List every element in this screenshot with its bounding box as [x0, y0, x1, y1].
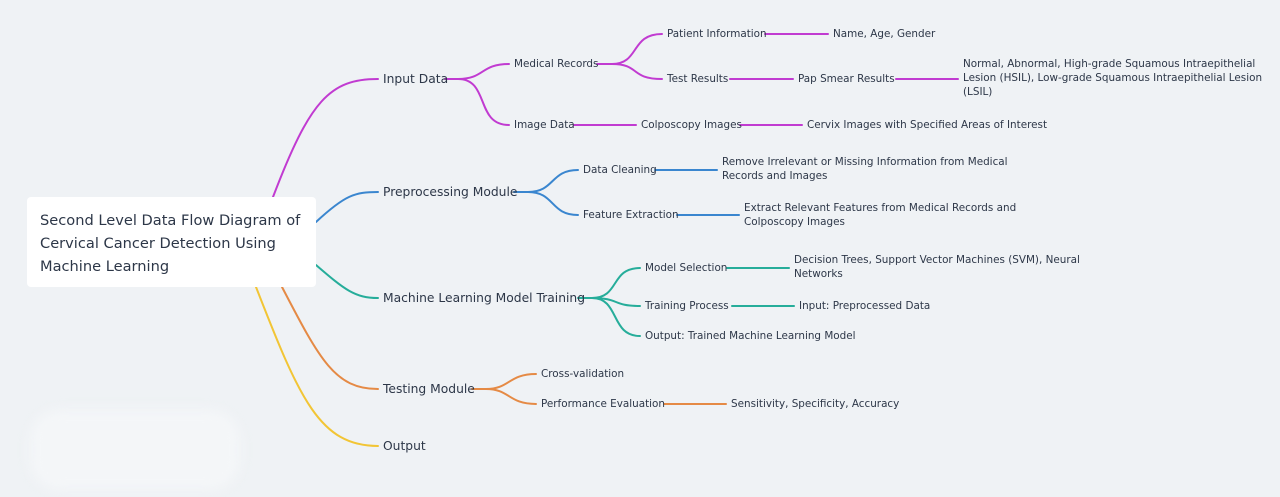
node-test-results[interactable]: Test Results: [667, 73, 729, 85]
node-medical-records[interactable]: Medical Records: [514, 58, 599, 70]
edge-input-medical-records: [457, 63, 510, 80]
root-title-line-1: Second Level Data Flow Diagram of: [40, 212, 301, 229]
model-selection-detail-line-1: Decision Trees, Support Vector Machines …: [794, 254, 1080, 266]
node-colposcopy-images[interactable]: Colposcopy Images: [641, 119, 742, 131]
node-ml-model-training[interactable]: Machine Learning Model Training: [383, 291, 586, 305]
node-performance-evaluation[interactable]: Performance Evaluation: [541, 398, 665, 410]
edge-training-output: [591, 297, 641, 337]
edge-root-preprocessing: [315, 191, 379, 223]
root-node[interactable]: Second Level Data Flow Diagram of Cervic…: [27, 197, 316, 287]
node-data-cleaning-detail[interactable]: Remove Irrelevant or Missing Information…: [722, 155, 1008, 183]
edge-testing-performance: [485, 388, 537, 405]
node-training-process-detail[interactable]: Input: Preprocessed Data: [799, 300, 931, 312]
edge-root-testing: [281, 286, 379, 390]
node-cross-validation[interactable]: Cross-validation: [541, 368, 625, 380]
model-selection-detail-line-2: Networks: [794, 268, 843, 280]
background-glow: [30, 410, 240, 490]
node-data-cleaning[interactable]: Data Cleaning: [583, 164, 657, 176]
edge-root-output: [255, 286, 379, 447]
node-feature-extraction-detail[interactable]: Extract Relevant Features from Medical R…: [744, 201, 1016, 229]
node-training-process[interactable]: Training Process: [645, 300, 729, 312]
node-testing-module[interactable]: Testing Module: [383, 382, 475, 396]
data-cleaning-detail-line-1: Remove Irrelevant or Missing Information…: [722, 156, 1008, 168]
edge-training-model-selection: [591, 267, 641, 299]
node-pap-smear-detail[interactable]: Normal, Abnormal, High-grade Squamous In…: [963, 57, 1262, 99]
edge-testing-cross-validation: [485, 373, 537, 390]
edge-root-training: [315, 264, 379, 299]
root-title-line-2: Cervical Cancer Detection Using: [40, 235, 276, 252]
node-output[interactable]: Output: [383, 439, 426, 453]
edge-input-image-data: [457, 78, 510, 126]
node-colposcopy-detail[interactable]: Cervix Images with Specified Areas of In…: [807, 119, 1048, 131]
node-performance-detail[interactable]: Sensitivity, Specificity, Accuracy: [731, 398, 900, 410]
edge-root-input-data: [272, 78, 379, 198]
edge-medical-test-results: [611, 63, 663, 80]
node-input-data[interactable]: Input Data: [383, 72, 449, 86]
node-patient-information[interactable]: Patient Information: [667, 28, 767, 40]
node-image-data[interactable]: Image Data: [514, 119, 575, 131]
edge-prep-data-cleaning: [527, 169, 579, 193]
edge-medical-patient-info: [611, 33, 663, 65]
pap-detail-line-1: Normal, Abnormal, High-grade Squamous In…: [963, 58, 1256, 70]
node-pap-smear-results[interactable]: Pap Smear Results: [798, 73, 895, 85]
pap-detail-line-3: (LSIL): [963, 86, 993, 98]
root-title-line-3: Machine Learning: [40, 258, 170, 275]
edge-prep-feature-extraction: [527, 191, 579, 216]
node-preprocessing-module[interactable]: Preprocessing Module: [383, 185, 518, 199]
node-model-selection[interactable]: Model Selection: [645, 262, 728, 274]
node-training-output[interactable]: Output: Trained Machine Learning Model: [645, 330, 856, 342]
feature-extraction-detail-line-1: Extract Relevant Features from Medical R…: [744, 202, 1017, 214]
pap-detail-line-2: Lesion (HSIL), Low-grade Squamous Intrae…: [963, 72, 1263, 84]
feature-extraction-detail-line-2: Colposcopy Images: [744, 216, 845, 228]
node-model-selection-detail[interactable]: Decision Trees, Support Vector Machines …: [794, 253, 1080, 281]
data-cleaning-detail-line-2: Records and Images: [722, 170, 828, 182]
node-patient-info-detail[interactable]: Name, Age, Gender: [833, 28, 936, 40]
node-feature-extraction[interactable]: Feature Extraction: [583, 209, 679, 221]
